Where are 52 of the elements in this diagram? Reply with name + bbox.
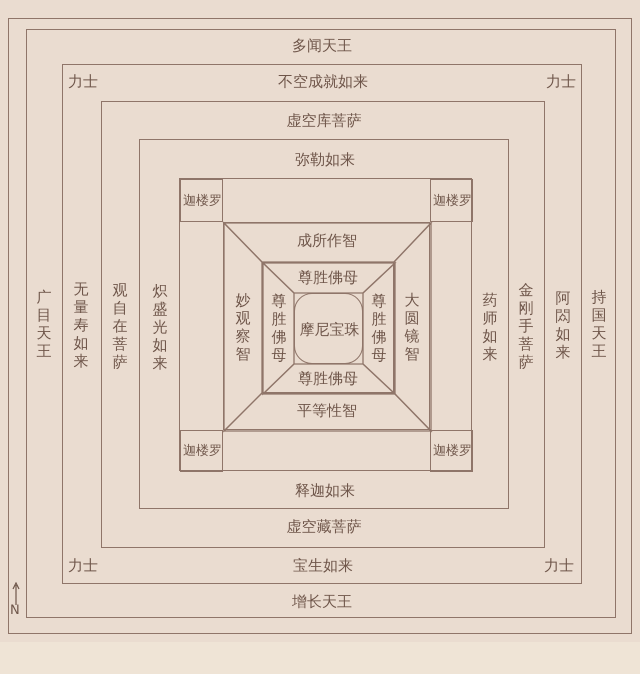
trapezoid-panel	[224, 223, 262, 431]
name-label: 尊胜佛母	[370, 292, 388, 364]
corner-box	[430, 430, 473, 472]
trapezoid-panel	[224, 393, 431, 431]
name-label: 宝生如来	[293, 557, 353, 575]
corner-box	[180, 430, 223, 472]
name-label: 迦楼罗	[183, 194, 222, 209]
name-label: 大圆镜智	[404, 291, 420, 363]
square-frame	[223, 222, 430, 430]
name-label: 尊胜佛母	[298, 269, 358, 287]
name-label: 无量寿如来	[72, 280, 90, 370]
name-label: 金刚手菩萨	[518, 281, 534, 371]
name-label: 力士	[68, 73, 98, 91]
name-label: 迦楼罗	[183, 444, 222, 460]
square-frame	[139, 139, 509, 509]
name-label: 药师如来	[482, 291, 498, 363]
corner-box	[430, 179, 473, 222]
name-label: 尊胜佛母	[270, 292, 288, 364]
name-label: 虚空藏菩萨	[286, 518, 362, 536]
trapezoid-panel	[263, 263, 395, 293]
name-label: 尊胜佛母	[298, 370, 358, 388]
name-label: 力士	[544, 557, 574, 575]
square-frame	[62, 64, 582, 584]
square-frame	[179, 178, 472, 471]
compass-label: N	[10, 604, 20, 617]
name-label: 平等性智	[297, 402, 357, 420]
trapezoid-panel	[224, 223, 431, 262]
name-label: 增长天王	[292, 593, 352, 611]
name-label: 妙观察智	[234, 291, 252, 363]
name-label: 成所作智	[297, 232, 357, 250]
trapezoid-panel	[263, 263, 294, 394]
name-label: 持国天王	[590, 288, 608, 360]
name-label: 力士	[546, 73, 576, 91]
trapezoid-panel	[363, 263, 395, 394]
name-label: 弥勒如来	[295, 151, 355, 169]
name-label: 多闻天王	[292, 37, 352, 55]
corner-box	[180, 179, 223, 222]
name-label: 迦楼罗	[433, 194, 472, 209]
square-frame	[101, 101, 545, 548]
name-label: 摩尼宝珠	[300, 320, 360, 338]
name-label: 迦楼罗	[433, 444, 472, 460]
name-label: 阿閦如来	[554, 289, 572, 361]
name-label: 虚空库菩萨	[286, 112, 362, 130]
name-label: 释迦如来	[295, 482, 355, 500]
trapezoid-panel	[263, 364, 395, 394]
name-label: 力士	[68, 557, 98, 575]
name-label: 不空成就如来	[278, 73, 368, 91]
name-label: 广目天王	[36, 288, 52, 360]
trapezoid-panel	[394, 223, 431, 431]
name-label: 观自在菩萨	[112, 281, 128, 371]
name-label: 炽盛光如来	[152, 282, 168, 372]
square-frame	[262, 262, 394, 393]
